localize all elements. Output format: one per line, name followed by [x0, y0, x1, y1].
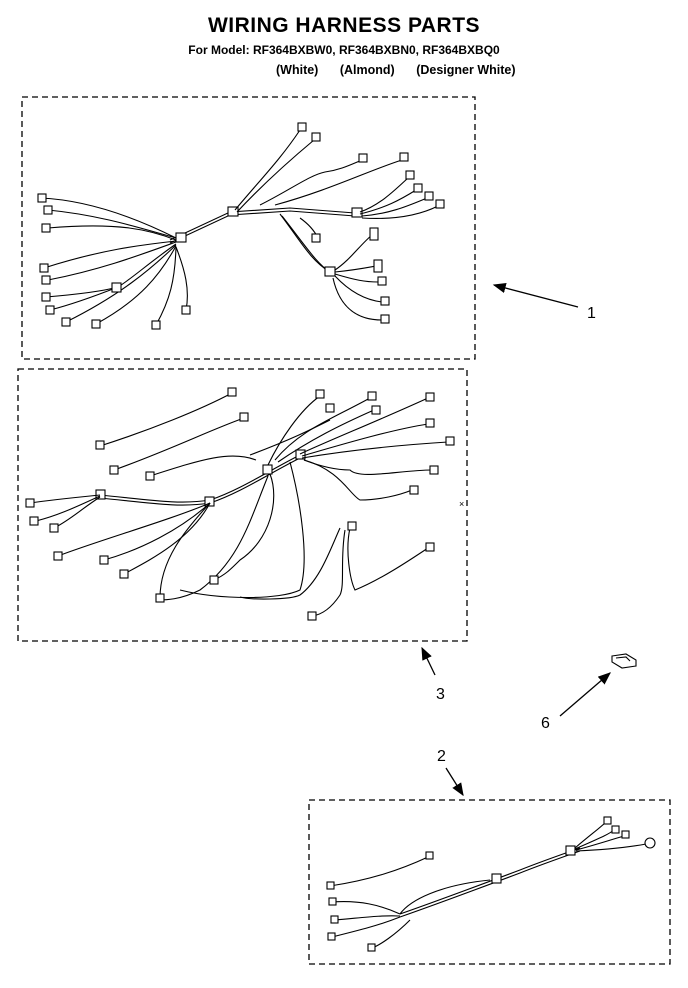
- model-list: For Model: RF364BXBW0, RF364BXBN0, RF364…: [188, 43, 500, 57]
- stray-mark: ×: [459, 499, 464, 509]
- harness-2-box: [308, 799, 671, 965]
- callout-1: 1: [587, 305, 596, 322]
- color-white: (White): [276, 63, 319, 77]
- color-almond: (Almond): [339, 63, 395, 77]
- callout-2: 2: [437, 748, 446, 765]
- color-variants: (White) (Almond) (Designer White): [276, 63, 534, 77]
- callout-3: 3: [436, 686, 445, 703]
- callout-arrows: [421, 282, 611, 797]
- harness-3-drawing: [25, 387, 455, 621]
- color-designer-white: (Designer White): [416, 63, 516, 77]
- harness-1-box: [21, 96, 476, 360]
- harness-2-drawing: [326, 816, 656, 952]
- harness-3-box: [17, 368, 468, 642]
- page-title: WIRING HARNESS PARTS: [207, 14, 481, 37]
- callout-6: 6: [541, 715, 550, 732]
- harness-1-drawing: [37, 122, 445, 330]
- part-6-clip: [611, 653, 637, 669]
